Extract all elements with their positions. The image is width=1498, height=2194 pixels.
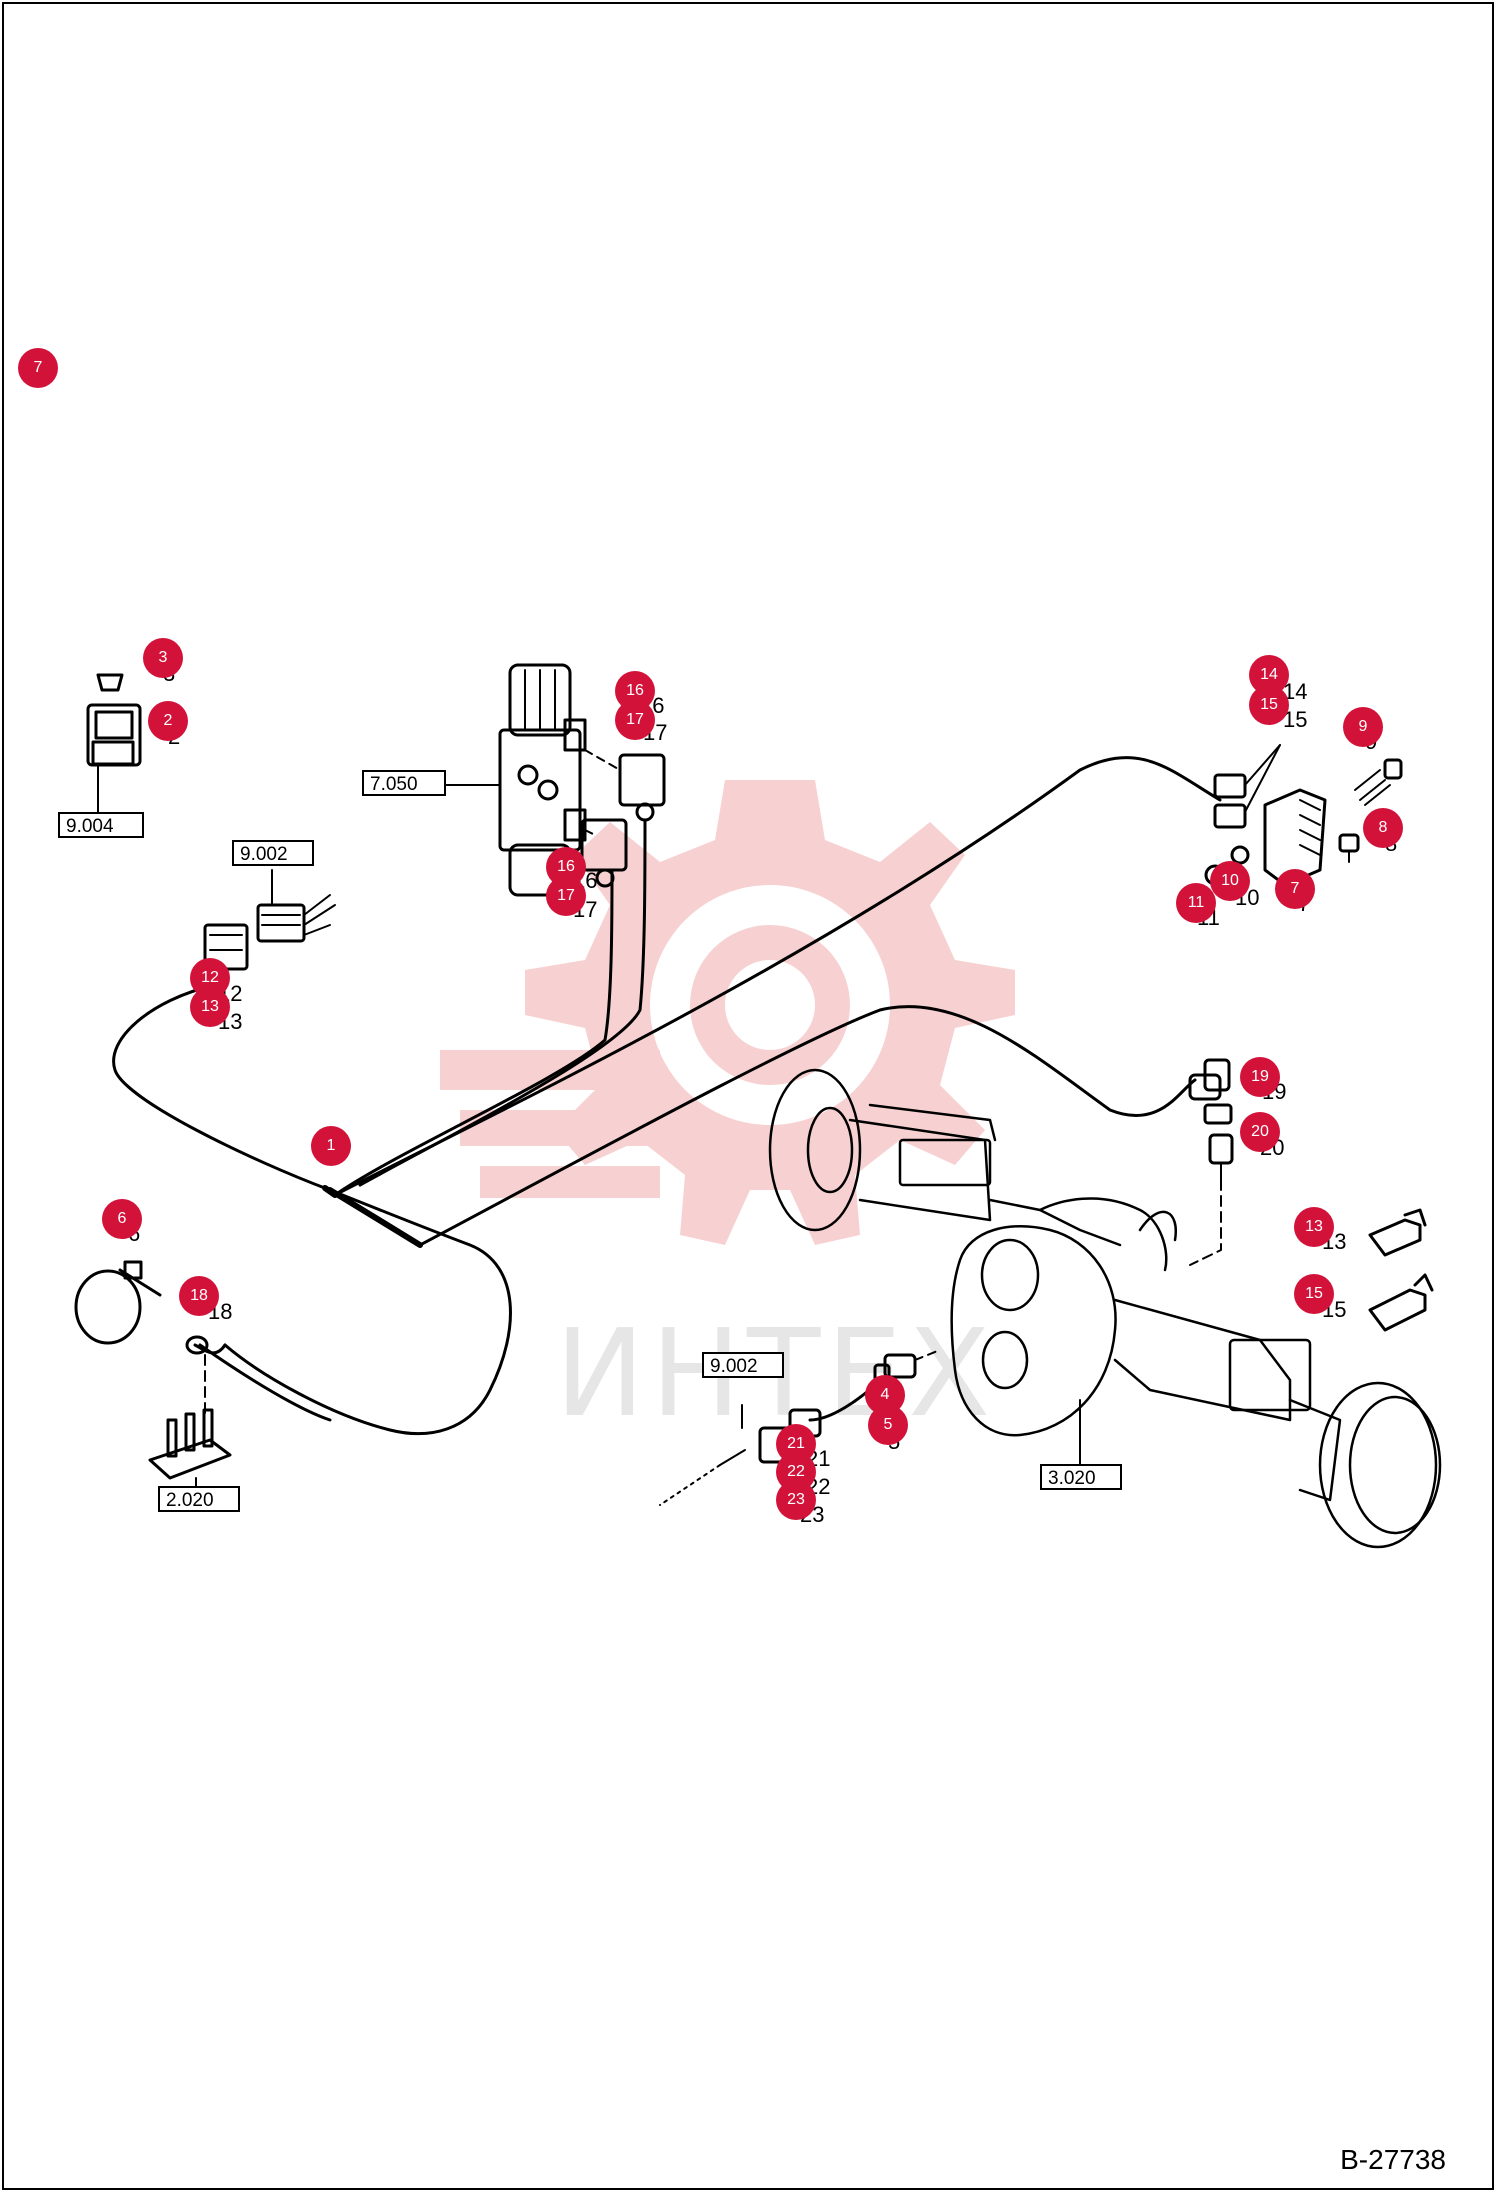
callout-15: 15 [1294, 1274, 1334, 1314]
callout-7-top: 7 [18, 348, 58, 388]
callout-8: 8 [1363, 808, 1403, 848]
ref-box-7050: 7.050 [362, 770, 446, 796]
callout-11: 11 [1176, 883, 1216, 923]
callout-10: 10 [1210, 861, 1250, 901]
ring-terminal-icon [185, 1335, 209, 1355]
solenoid-valve-icon [498, 663, 587, 897]
bolt-icon [1354, 758, 1403, 806]
callout-17: 17 [615, 700, 655, 740]
callout-7: 7 [1275, 869, 1315, 909]
flat-terminal-icon [1368, 1208, 1427, 1257]
harness-cable-main [112, 983, 512, 1436]
valve-plug-upper-icon [618, 753, 666, 822]
callout-6: 6 [102, 1199, 142, 1239]
callout-23: 23 [776, 1480, 816, 1520]
angle-connector-icon [1188, 1058, 1233, 1125]
callout-18: 18 [179, 1276, 219, 1316]
harness-cable-lower-branch [418, 1005, 1197, 1247]
insulated-terminal-icon [1368, 1273, 1434, 1332]
pressure-sensor-icon [1208, 1133, 1234, 1181]
callout-2: 2 [148, 701, 188, 741]
callout-3: 3 [143, 638, 183, 678]
ref-box-9004: 9.004 [58, 812, 144, 838]
ref-box-3020: 3.020 [1040, 1464, 1122, 1490]
harness-cable-valve-branch-b [358, 818, 647, 1187]
screw-icon [1338, 833, 1360, 863]
callout-15: 15 [1249, 685, 1289, 725]
ground-stud-block-icon [148, 1408, 232, 1480]
ref-box-2020: 2.020 [158, 1486, 240, 1512]
terminal-pair-icon [1213, 744, 1281, 829]
callout-1: 1 [311, 1126, 351, 1166]
harness-cable-ground-lead [198, 1343, 332, 1422]
valve-plug-lower-icon [580, 818, 628, 888]
callout-5: 5 [868, 1405, 908, 1445]
harness-cable-upper-branch [333, 756, 1222, 1197]
harness-cable-valve-branch-a [333, 868, 614, 1197]
callout-13: 13 [190, 987, 230, 1027]
callout-17: 17 [546, 876, 586, 916]
cable-tie-icon [74, 1260, 162, 1345]
callout-9: 9 [1343, 707, 1383, 747]
axle-assembly-icon [768, 1068, 1442, 1549]
ref-box-9002-upper: 9.002 [232, 840, 314, 866]
callout-20: 20 [1240, 1112, 1280, 1152]
callout-19: 19 [1240, 1057, 1280, 1097]
horn-speaker-icon [1263, 788, 1327, 887]
harness-cable-bundle [327, 1187, 423, 1248]
ref-box-9002-lower: 9.002 [702, 1352, 784, 1378]
rocker-switch-icon [86, 673, 142, 813]
connector-block-icon [256, 869, 336, 943]
drawing-number: B-27738 [1340, 2144, 1446, 2175]
callout-13: 13 [1294, 1207, 1334, 1247]
